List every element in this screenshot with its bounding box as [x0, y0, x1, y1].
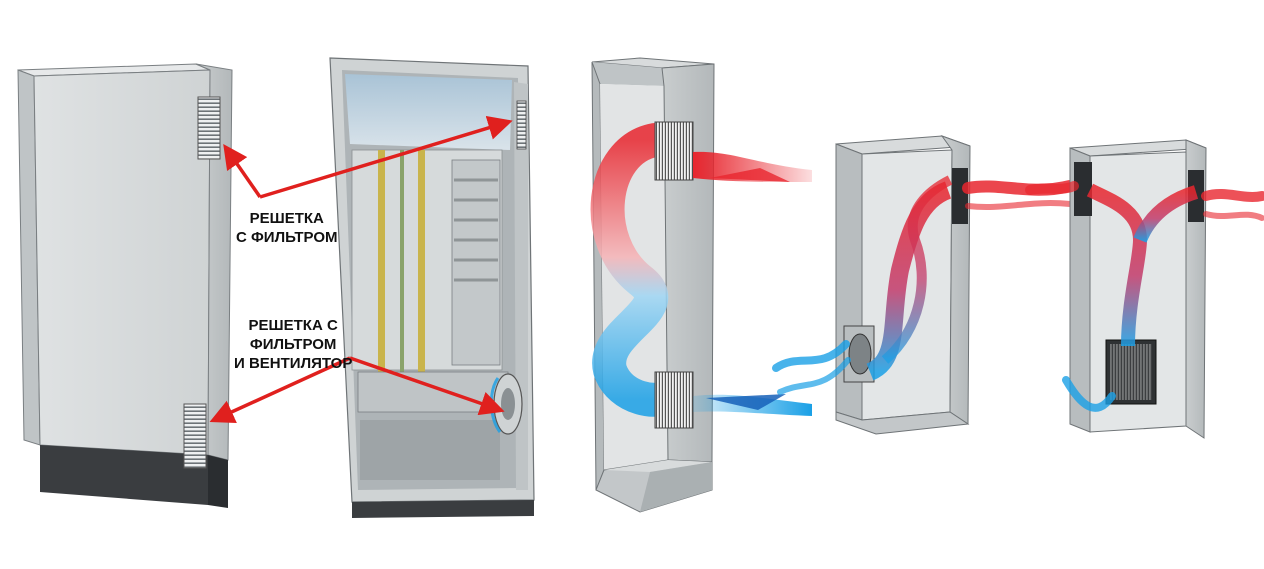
fan-unit-bottom	[1105, 339, 1157, 405]
section-cabinet	[590, 57, 812, 513]
grille-lower	[654, 371, 694, 429]
filter-grille-top	[197, 96, 221, 160]
label-filter-grille-line-1: РЕШЕТКА	[249, 210, 324, 227]
fan-unit-side	[843, 325, 875, 383]
airflow-loop	[590, 123, 685, 417]
filter-fan-grille-bottom	[183, 403, 207, 469]
fan-unit	[490, 373, 523, 435]
grille-upper	[654, 121, 694, 181]
label-filter-fan: РЕШЕТКА С ФИЛЬТРОМ И ВЕНТИЛЯТОР	[234, 316, 352, 373]
label-filter-grille: РЕШЕТКА С ФИЛЬТРОМ	[236, 209, 338, 247]
closed-cabinet	[17, 63, 233, 508]
cabinet-side-fan	[772, 134, 1076, 435]
open-cabinet	[329, 57, 535, 518]
label-filter-fan-line-1: РЕШЕТКА С	[248, 317, 338, 334]
label-filter-grille-line-2: С ФИЛЬТРОМ	[236, 229, 338, 246]
inner-grille	[1074, 162, 1092, 216]
filter-grille-inner	[516, 100, 527, 150]
label-filter-fan-line-2: ФИЛЬТРОМ	[249, 336, 337, 353]
hot-air-out	[693, 151, 812, 182]
label-filter-fan-line-3: И ВЕНТИЛЯТОР	[234, 355, 353, 372]
cabinet-bottom-fan	[1025, 139, 1264, 439]
pointer-arrows	[209, 115, 513, 424]
exhaust-grille	[952, 168, 968, 224]
